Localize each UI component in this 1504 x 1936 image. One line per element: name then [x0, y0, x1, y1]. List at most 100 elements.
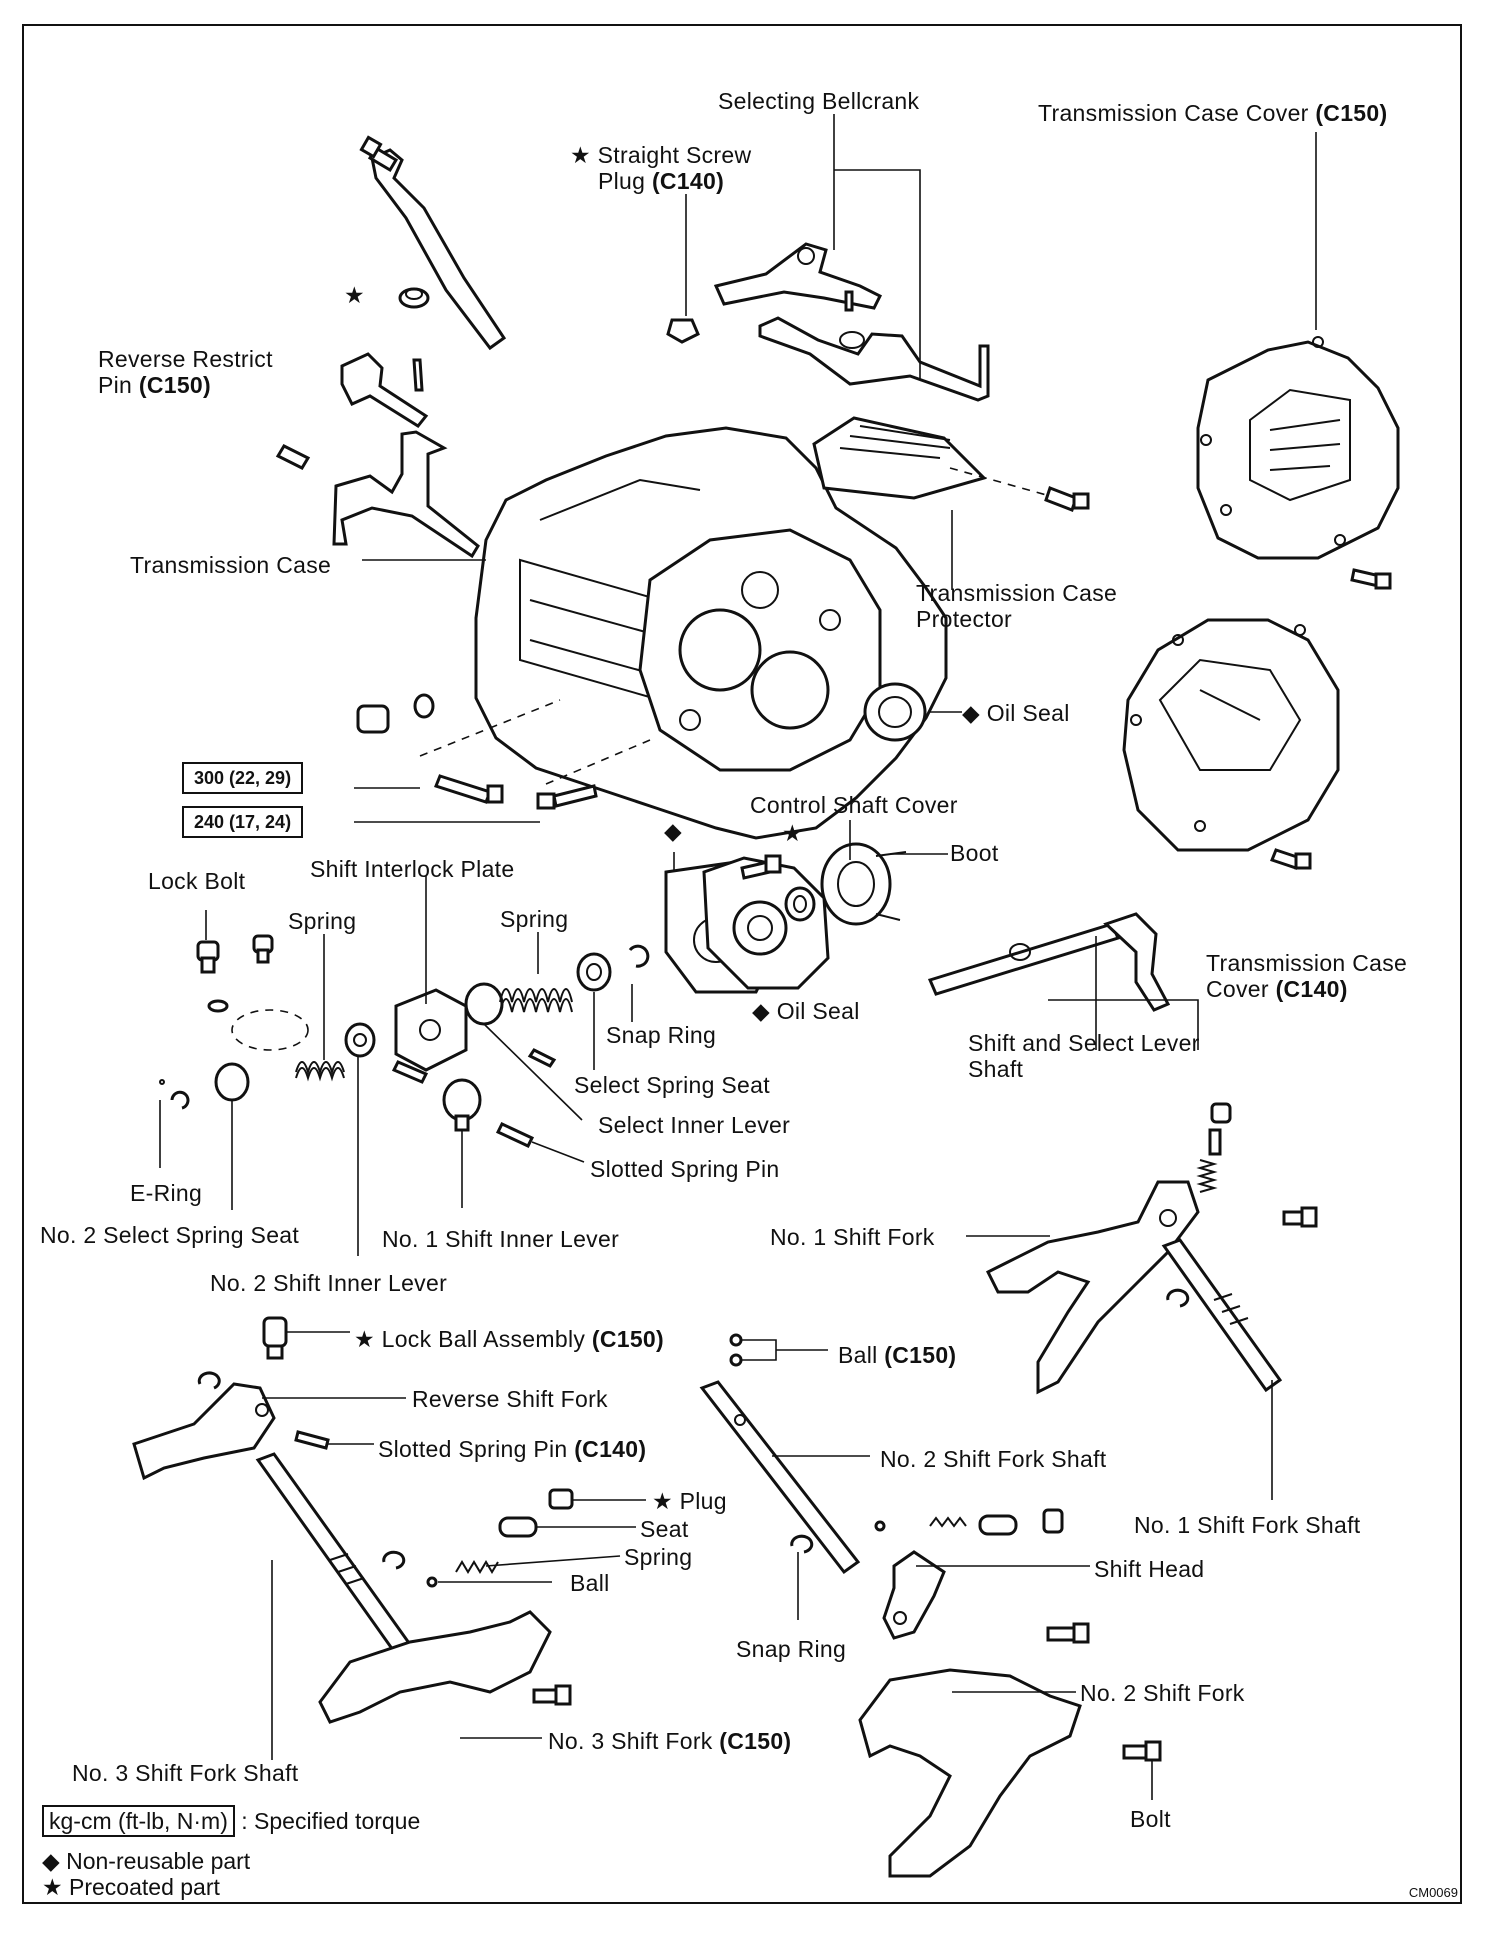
leader-lines: [159, 114, 1317, 1800]
case-oil-seal: [863, 682, 927, 742]
no1-shift-fork-spring-ball: [1196, 1128, 1222, 1193]
legend-non-reusable: ◆ Non-reusable part: [42, 1848, 251, 1874]
diagram-frame: [22, 24, 1462, 1904]
label-precoated-star: ★: [344, 282, 365, 308]
label-no1-shift-fork-shaft: No. 1 Shift Fork Shaft: [1134, 1512, 1361, 1538]
no3-shift-fork: [318, 1610, 552, 1724]
seat-part: [498, 1516, 538, 1538]
snap-ring-upper: [628, 944, 650, 968]
no2-shift-inner-lever: [344, 1022, 376, 1058]
bolt-protector: [1044, 486, 1090, 512]
bolt-no2-fork: [1122, 1740, 1162, 1762]
torque-spec-box-1: 300 (22, 29): [182, 762, 304, 794]
e-ring: [170, 1090, 190, 1110]
label-no2-shift-fork: No. 2 Shift Fork: [1080, 1680, 1245, 1706]
drain-plug-gasket: [413, 693, 435, 719]
ball-c150-2: [729, 1353, 743, 1367]
ball-lower-part: [426, 1576, 438, 1588]
label-seat: Seat: [640, 1516, 689, 1542]
no3-snap-ring: [382, 1550, 406, 1570]
label-no2-shift-fork-shaft: No. 2 Shift Fork Shaft: [880, 1446, 1107, 1472]
control-shaft-boot: [820, 842, 907, 926]
label-transmission-case-cover-c150: Transmission Case Cover (C150): [1038, 100, 1388, 126]
straight-screw-plug: [666, 318, 700, 344]
bolt-no1-fork: [1282, 1206, 1318, 1228]
label-lock-bolt: Lock Bolt: [148, 868, 246, 894]
e-ring-dot: [159, 1079, 165, 1085]
selecting-bellcrank-lower: [758, 316, 990, 402]
detent-plug-right: [1042, 1508, 1064, 1534]
label-transmission-case-cover-c140: Transmission Case Cover (C140): [1206, 950, 1408, 1002]
bolt-mid-left: [275, 444, 311, 470]
label-reverse-restrict-pin: Reverse Restrict Pin (C150): [98, 346, 273, 398]
torque-bolt-1: [434, 774, 504, 804]
bolt-top-left: [359, 135, 399, 173]
label-plug: ★ Plug: [652, 1488, 727, 1514]
label-oil-seal-case: ◆ Oil Seal: [962, 700, 1070, 726]
label-no2-shift-inner-lever: No. 2 Shift Inner Lever: [210, 1270, 448, 1296]
no2-snap-ring: [790, 1534, 814, 1554]
torque-bolt-2: [536, 784, 598, 810]
select-inner-lever: [464, 982, 504, 1026]
label-snap-ring-lower: Snap Ring: [736, 1636, 847, 1662]
label-control-shaft-cover: Control Shaft Cover: [750, 792, 958, 818]
precoated-star-icon: ★: [42, 1874, 63, 1900]
label-reverse-shift-fork: Reverse Shift Fork: [412, 1386, 608, 1412]
non-reusable-diamond-icon: ◆: [752, 998, 770, 1024]
dashed-spring-seat: [207, 999, 309, 1051]
control-shaft-oil-seal: [784, 886, 816, 922]
shift-head: [882, 1550, 946, 1640]
spring-lower-part: [455, 1560, 499, 1574]
bolt-path-1: [419, 699, 561, 757]
reverse-shift-fork: [132, 1382, 276, 1481]
figure-code: CM0069: [1408, 1885, 1458, 1900]
lock-bolt-2: [252, 934, 274, 964]
bolt-no3-fork: [532, 1684, 572, 1706]
label-spring-right: Spring: [500, 906, 569, 932]
precoated-star-icon: ★: [344, 282, 365, 308]
legend-torque: kg-cm (ft-lb, N·m) : Specified torque: [42, 1805, 421, 1837]
non-reusable-diamond-icon: ◆: [42, 1848, 60, 1874]
precoated-star-icon: ★: [354, 1326, 375, 1352]
label-selecting-bellcrank: Selecting Bellcrank: [718, 88, 920, 114]
label-e-ring: E-Ring: [130, 1180, 203, 1206]
bolt-shift-head: [1046, 1622, 1090, 1644]
reverse-restrict-lever: [370, 148, 507, 351]
drain-plug: [356, 704, 390, 734]
bolt-cover-c140: [1270, 848, 1312, 870]
bolt-path-2: [545, 739, 651, 785]
precoated-plug-small: [398, 287, 430, 309]
no1-shift-inner-lever: [442, 1078, 482, 1132]
transmission-case: [474, 426, 948, 840]
label-control-shaft-star: ★: [782, 820, 803, 846]
no1-shift-fork-shaft: [1161, 1238, 1283, 1393]
plug-part: [548, 1488, 574, 1510]
legend-torque-desc: : Specified torque: [241, 1808, 421, 1834]
control-shaft-cover-bolt: [740, 854, 782, 880]
detent-ball-right: [874, 1520, 886, 1532]
shift-interlock-bracket: [332, 430, 480, 559]
reverse-snap-ring: [197, 1371, 221, 1390]
label-bolt: Bolt: [1130, 1806, 1171, 1832]
label-shift-select-lever-shaft: Shift and Select Lever Shaft: [968, 1030, 1200, 1082]
slotted-spring-pin-part: [495, 1122, 535, 1148]
transmission-case-cover-c150: [1196, 336, 1400, 560]
label-transmission-case: Transmission Case: [130, 552, 332, 578]
precoated-star-icon: ★: [570, 142, 591, 168]
label-spring-lower: Spring: [624, 1544, 693, 1570]
no2-select-spring-seat: [214, 1062, 250, 1102]
ball-c150-1: [729, 1333, 743, 1347]
slotted-spring-pin-c140-part: [294, 1430, 330, 1450]
protector-bolt-path: [949, 467, 1051, 497]
precoated-star-icon: ★: [782, 820, 803, 846]
lock-bolt: [196, 940, 220, 974]
label-ball-c150: Ball (C150): [838, 1342, 957, 1368]
select-spring-seat: [576, 952, 612, 992]
label-spring-left: Spring: [288, 908, 357, 934]
no2-shift-fork-shaft: [699, 1380, 861, 1575]
label-shift-interlock-plate: Shift Interlock Plate: [310, 856, 515, 882]
detent-seat-right: [978, 1514, 1018, 1536]
spring-right: [499, 988, 573, 1013]
label-no1-shift-inner-lever: No. 1 Shift Inner Lever: [382, 1226, 620, 1252]
